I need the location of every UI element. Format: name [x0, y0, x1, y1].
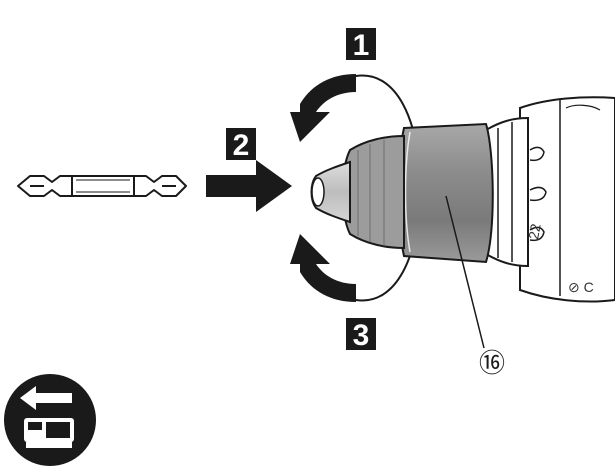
drill-chuck-icon: ⊘ C 22 — [310, 96, 615, 303]
step-3-marker: 3 — [346, 318, 376, 352]
rotate-arrow-bottom — [290, 234, 356, 302]
step-3-number: 3 — [353, 319, 370, 352]
callout-label: ⑯ — [479, 348, 505, 378]
step-1-marker: 1 — [346, 28, 376, 62]
rotate-arrow-top — [290, 74, 356, 142]
step-1-number: 1 — [353, 29, 370, 62]
step-2-number: 2 — [233, 129, 250, 162]
battery-removal-icon — [4, 374, 96, 466]
clutch-scale: 22 — [525, 222, 543, 240]
callout-leader-line — [445, 195, 485, 349]
insert-arrow — [206, 160, 292, 212]
drill-mark: ⊘ C — [568, 279, 594, 295]
step-2-marker: 2 — [226, 128, 256, 162]
screwdriver-bit-icon — [17, 175, 187, 197]
